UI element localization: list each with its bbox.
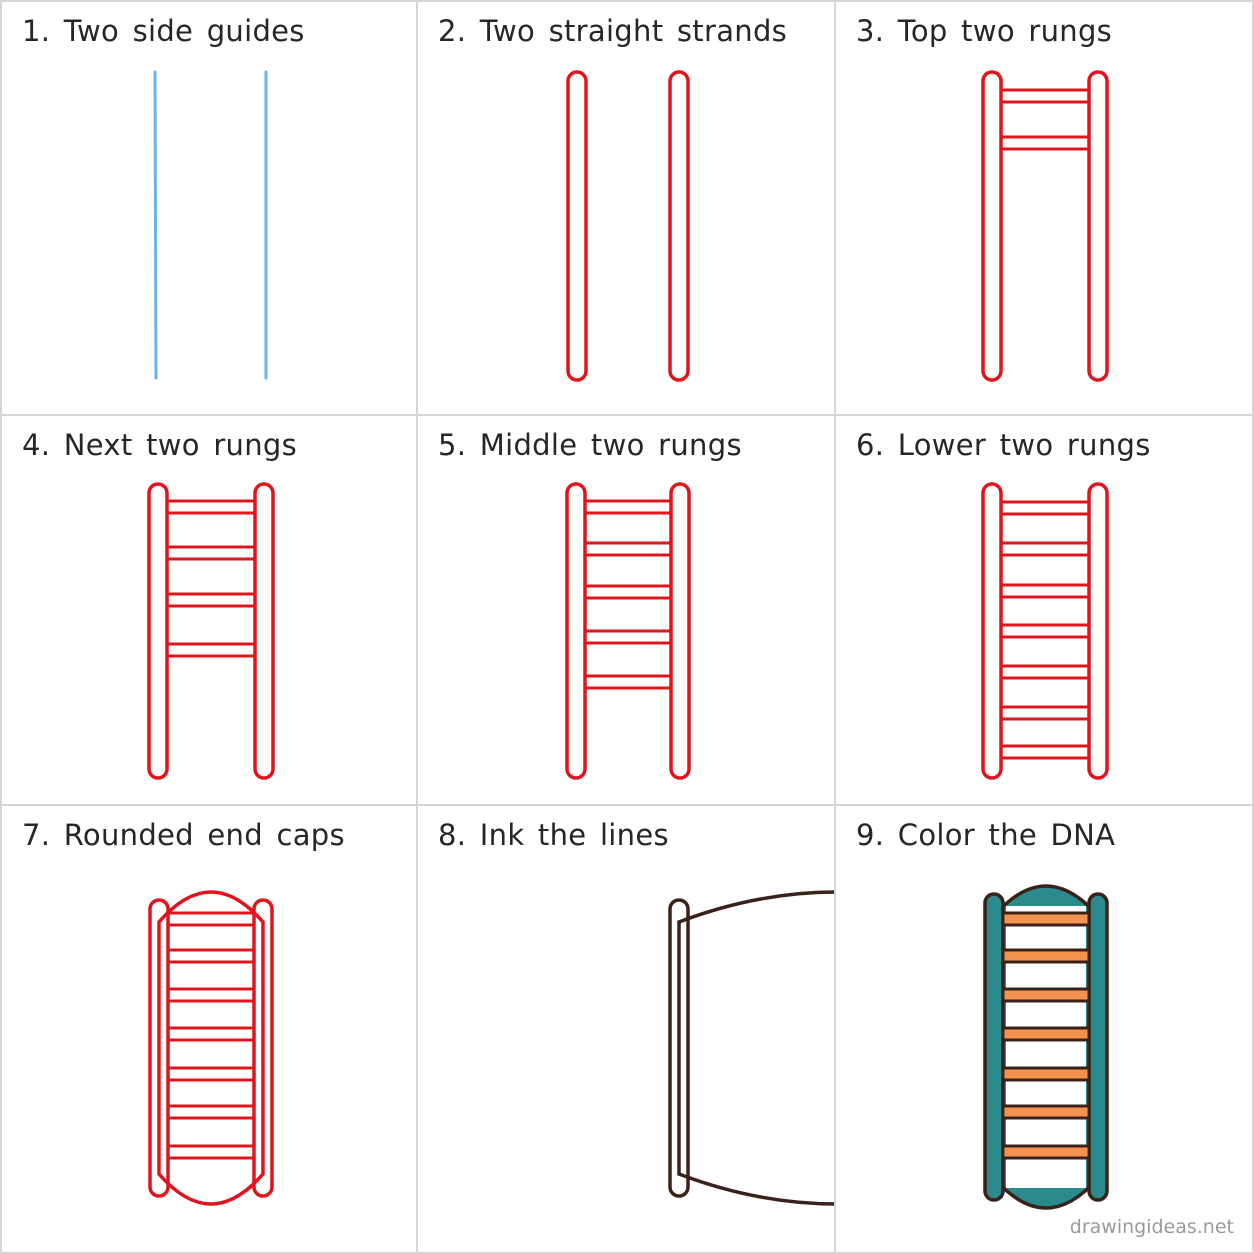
step-panel-5: 5. Middle two rungs <box>416 414 836 808</box>
strand-left <box>147 482 169 780</box>
strand-left <box>983 892 1005 1202</box>
drawing-step-9 <box>983 884 1109 1210</box>
rung-1 <box>999 500 1091 516</box>
drawing-step-4 <box>147 482 275 780</box>
watermark: drawingideas.net <box>1069 1216 1234 1238</box>
step-panel-2: 2. Two straight strands <box>416 0 836 418</box>
step-title-4: 4. Next two rungs <box>22 428 298 462</box>
strand-right <box>1087 892 1109 1202</box>
rung-3 <box>166 987 256 1003</box>
rung-3 <box>583 584 673 600</box>
rung-2 <box>999 541 1091 557</box>
rung-7 <box>999 744 1091 760</box>
step-title-3: 3. Top two rungs <box>856 14 1113 48</box>
rung-4 <box>999 623 1091 639</box>
step-panel-4: 4. Next two rungs <box>0 414 418 808</box>
drawing-step-1 <box>153 70 268 380</box>
rung-5 <box>999 664 1091 680</box>
strand-right <box>1087 482 1109 780</box>
drawing-step-5 <box>565 482 691 780</box>
rung-4 <box>583 629 673 645</box>
step-title-7: 7. Rounded end caps <box>22 818 345 852</box>
drawing-step-7 <box>148 890 274 1206</box>
rung-5 <box>166 1066 256 1082</box>
step-panel-8: 8. Ink the lines <box>416 804 838 1254</box>
rung-1 <box>999 88 1091 104</box>
rung-6 <box>999 705 1091 721</box>
rung-2 <box>165 545 257 561</box>
strand-left <box>565 482 587 780</box>
rung-3 <box>1001 987 1091 1003</box>
strand-right <box>669 482 691 780</box>
rung-2 <box>999 135 1091 151</box>
rung-1 <box>166 911 256 927</box>
rung-6 <box>1001 1104 1091 1120</box>
drawing-step-2 <box>566 70 690 382</box>
rung-4 <box>166 1026 256 1042</box>
rung-5 <box>1001 1066 1091 1082</box>
step-title-6: 6. Lower two rungs <box>856 428 1151 462</box>
rung-1 <box>1001 911 1091 927</box>
step-panel-7: 7. Rounded end caps <box>0 804 418 1254</box>
strand-right <box>253 482 275 780</box>
rung-2 <box>583 541 673 557</box>
rung-7 <box>166 1144 256 1160</box>
step-panel-6: 6. Lower two rungs <box>834 414 1254 808</box>
strand-right <box>252 898 274 1198</box>
strand-left <box>148 898 170 1198</box>
rung-1 <box>165 499 257 515</box>
end-cap-outline <box>677 890 838 1206</box>
rung-1 <box>583 499 673 515</box>
drawing-step-6 <box>981 482 1109 780</box>
drawing-step-8 <box>668 890 838 1206</box>
step-title-2: 2. Two straight strands <box>438 14 788 48</box>
rung-4 <box>165 642 257 658</box>
strand-right <box>1087 70 1109 382</box>
rung-2 <box>1001 948 1091 964</box>
rung-2 <box>166 948 256 964</box>
strand-left <box>981 482 1003 780</box>
end-cap-outline <box>157 890 265 1206</box>
rung-5 <box>583 674 673 690</box>
drawing-step-3 <box>981 70 1109 382</box>
step-title-5: 5. Middle two rungs <box>438 428 742 462</box>
strand-left <box>981 70 1003 382</box>
rung-3 <box>165 592 257 608</box>
step-title-8: 8. Ink the lines <box>438 818 669 852</box>
strand-right <box>668 70 690 382</box>
step-panel-3: 3. Top two rungs <box>834 0 1254 418</box>
rung-4 <box>1001 1026 1091 1042</box>
rung-6 <box>166 1104 256 1120</box>
step-panel-9: 9. Color the DNA drawingideas.net <box>834 804 1254 1254</box>
strand-left <box>566 70 588 382</box>
step-title-9: 9. Color the DNA <box>856 818 1116 852</box>
step-title-1: 1. Two side guides <box>22 14 305 48</box>
step-panel-1: 1. Two side guides <box>0 0 418 418</box>
strand-right <box>668 898 690 1198</box>
guide-line-left <box>153 70 158 380</box>
rung-3 <box>999 583 1091 599</box>
rung-7 <box>1001 1144 1091 1160</box>
